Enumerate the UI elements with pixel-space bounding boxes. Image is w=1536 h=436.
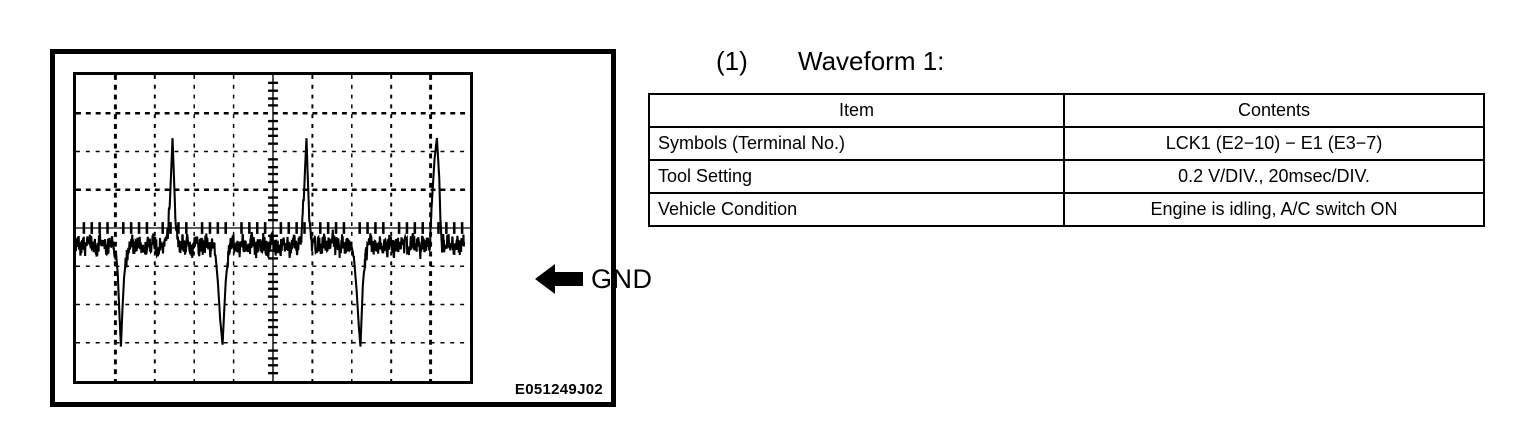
heading-text: Waveform 1: bbox=[798, 46, 945, 76]
table-header-row: Item Contents bbox=[648, 93, 1485, 128]
column-header-contents: Contents bbox=[1063, 93, 1485, 128]
waveform-figure-panel: GND E051249J02 bbox=[50, 49, 652, 407]
gnd-label: GND bbox=[591, 264, 653, 294]
table-row: Tool Setting 0.2 V/DIV., 20msec/DIV. bbox=[648, 159, 1485, 194]
oscilloscope-trace-plot bbox=[76, 75, 470, 381]
waveform-spec-table: Item Contents Symbols (Terminal No.) LCK… bbox=[648, 93, 1485, 227]
table-row: Vehicle Condition Engine is idling, A/C … bbox=[648, 192, 1485, 227]
table-row: Symbols (Terminal No.) LCK1 (E2−10) − E1… bbox=[648, 126, 1485, 161]
left-arrow-icon bbox=[535, 264, 583, 294]
page-title: (1) Waveform 1: bbox=[716, 45, 944, 77]
row-label-tool-setting: Tool Setting bbox=[648, 159, 1065, 194]
column-header-item: Item bbox=[648, 93, 1065, 128]
row-value-vehicle-condition: Engine is idling, A/C switch ON bbox=[1063, 192, 1485, 227]
ground-axis-line bbox=[76, 222, 470, 234]
row-value-symbols: LCK1 (E2−10) − E1 (E3−7) bbox=[1063, 126, 1485, 161]
row-label-vehicle-condition: Vehicle Condition bbox=[648, 192, 1065, 227]
row-value-tool-setting: 0.2 V/DIV., 20msec/DIV. bbox=[1063, 159, 1485, 194]
figure-code: E051249J02 bbox=[514, 381, 603, 398]
grid-vertical-lines bbox=[113, 75, 433, 381]
waveform-trace bbox=[76, 137, 466, 347]
row-label-symbols: Symbols (Terminal No.) bbox=[648, 126, 1065, 161]
oscilloscope-screen bbox=[73, 72, 473, 384]
heading-number: (1) bbox=[716, 46, 748, 76]
